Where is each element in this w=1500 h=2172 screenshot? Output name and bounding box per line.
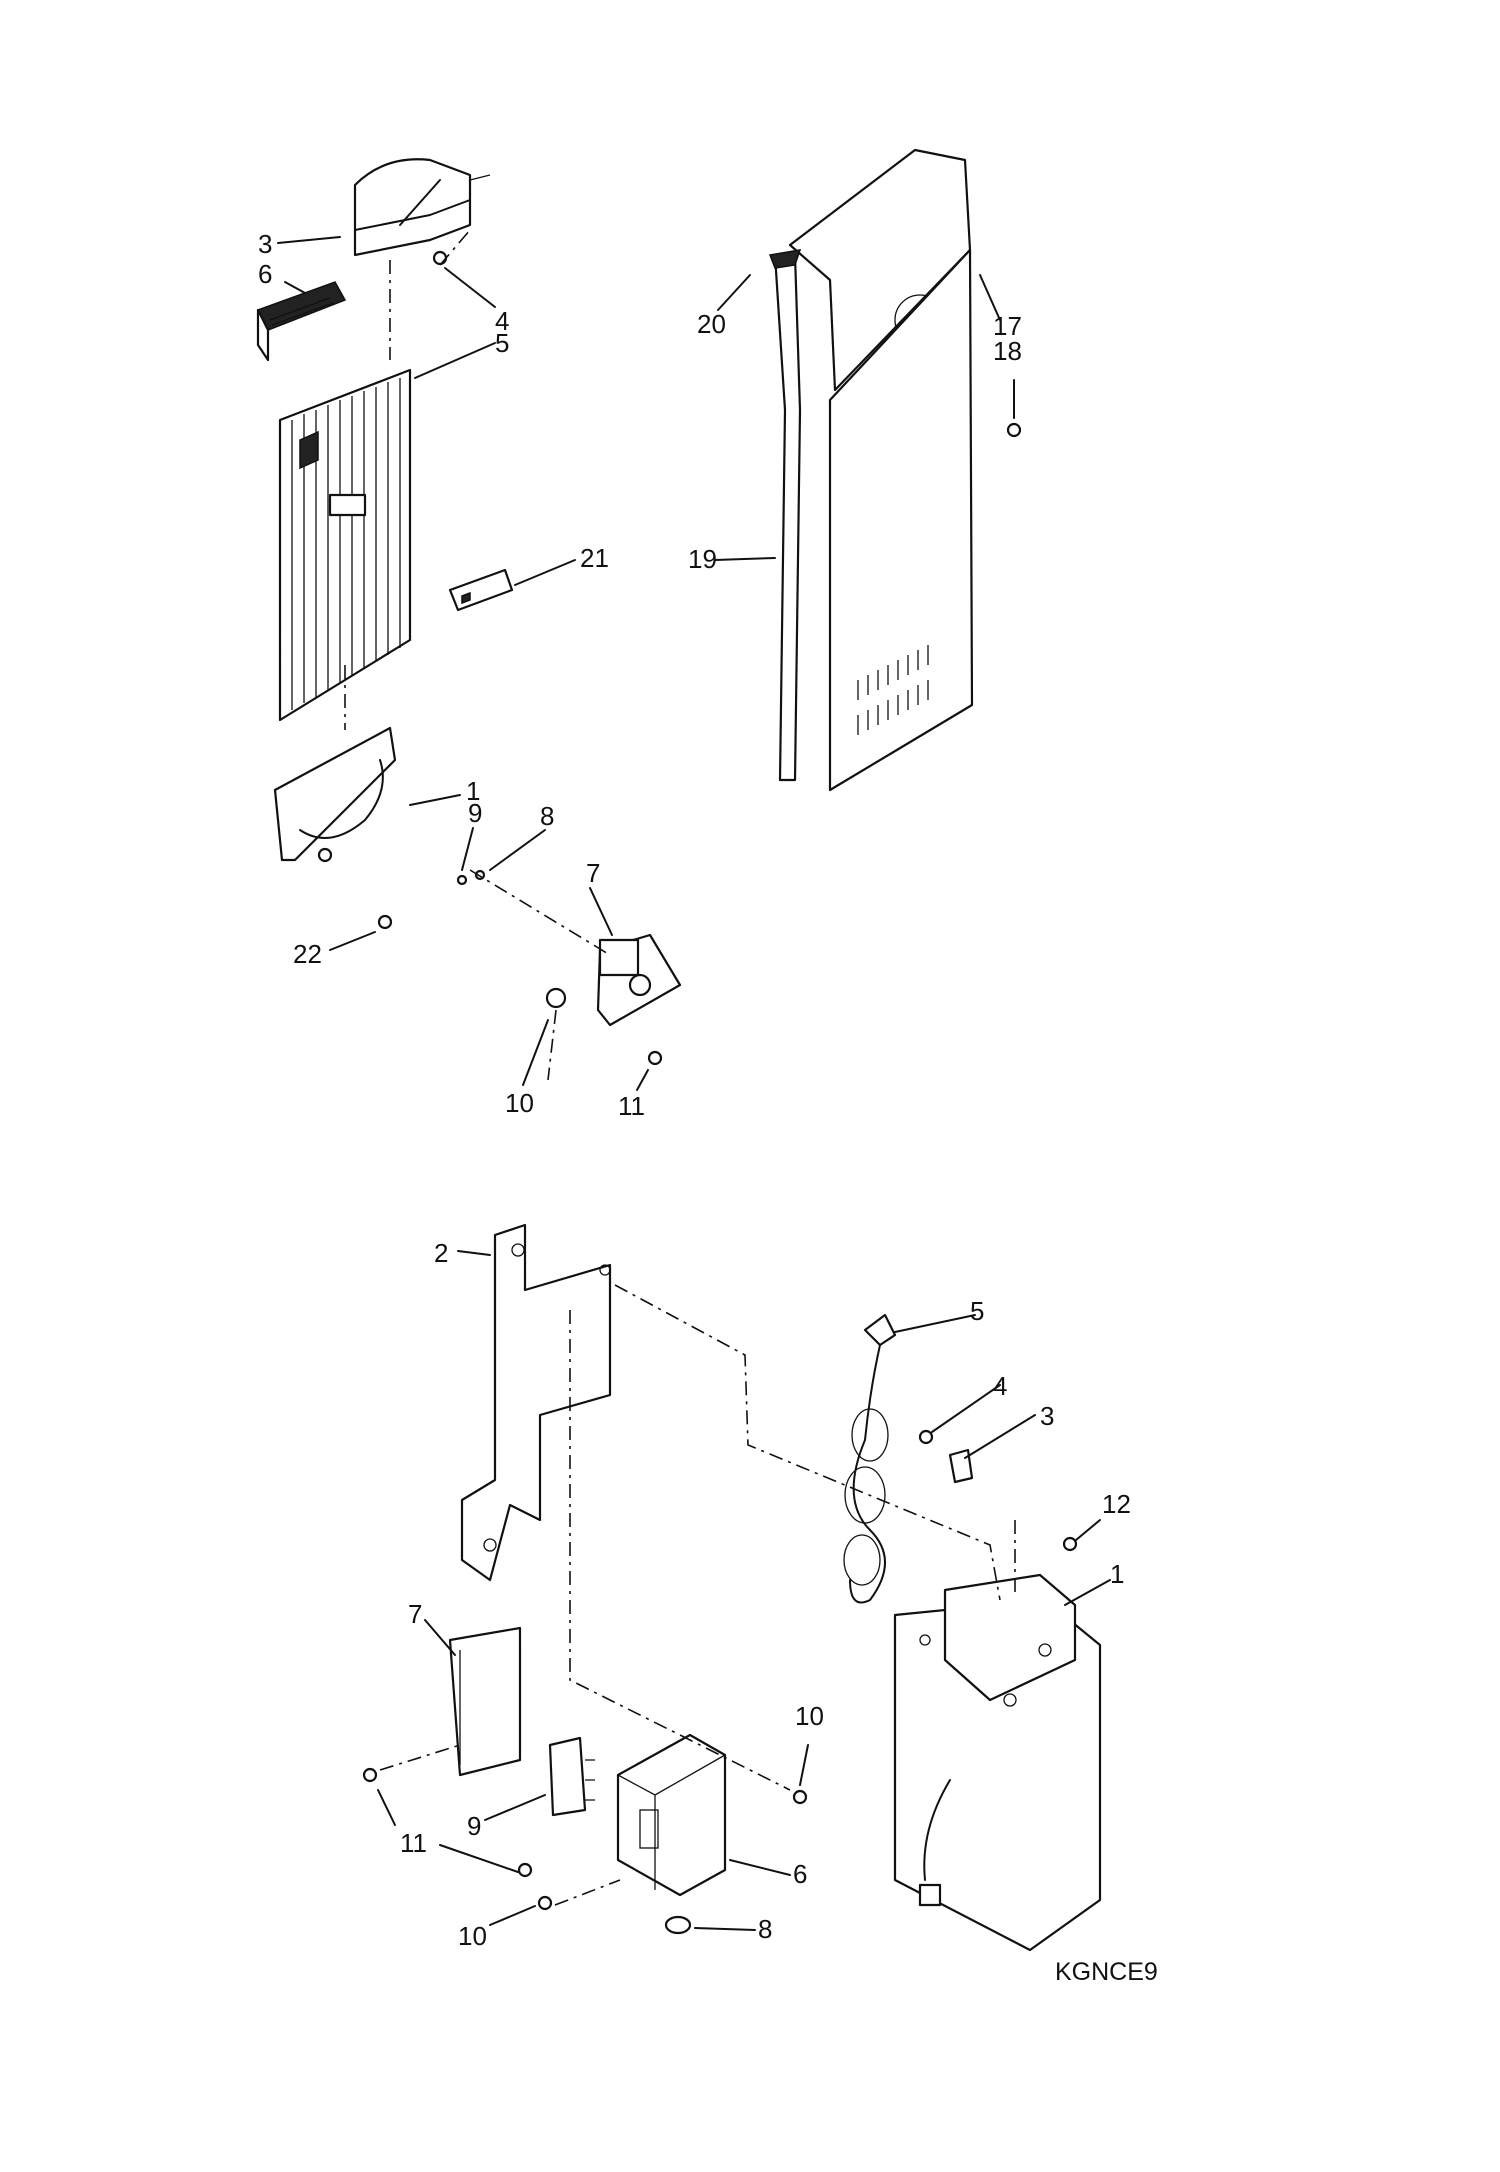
- callout-label: 22: [293, 939, 322, 969]
- power-cord-part: [843, 1313, 897, 1604]
- thermostat-bracket-part: [448, 568, 514, 612]
- callout-label: 5: [495, 328, 509, 358]
- fan-motor-part: [596, 933, 682, 1027]
- callout-label: 12: [1102, 1489, 1131, 1519]
- relay-cover-part: [448, 1626, 522, 1777]
- callout-label: 10: [458, 1921, 487, 1951]
- callout-label: 10: [505, 1088, 534, 1118]
- callout-label: 8: [540, 801, 554, 831]
- capacitor-part: [548, 1736, 595, 1817]
- bottom-screws: [362, 1536, 1078, 1911]
- callout-label: 6: [258, 259, 272, 289]
- callout-label: 17: [993, 311, 1022, 341]
- cord-clamp-part: [918, 1429, 974, 1484]
- callout-label: 19: [688, 544, 717, 574]
- callout-label: 1: [1110, 1559, 1124, 1589]
- callout-label: 2: [434, 1238, 448, 1268]
- mounting-bracket-part: [460, 1223, 612, 1582]
- callout-label: 7: [408, 1599, 422, 1629]
- transformer-part: [893, 1573, 1102, 1952]
- control-housing-part: [788, 148, 974, 792]
- callout-leaders: [277, 236, 1111, 1931]
- callout-label: 8: [758, 1914, 772, 1944]
- diagram-code: KGNCE9: [1055, 1958, 1158, 1986]
- callout-label: 20: [697, 309, 726, 339]
- relay-box-part: [616, 1733, 727, 1897]
- callout-label: 18: [993, 336, 1022, 366]
- callout-label: 3: [258, 229, 272, 259]
- fan-shroud-duct-part: [353, 158, 491, 257]
- callout-label: 9: [467, 1811, 481, 1841]
- fan-blade-hub-part: [545, 987, 567, 1009]
- callout-label: 1: [466, 776, 480, 806]
- callout-label: 4: [495, 306, 509, 336]
- callout-label: 11: [400, 1828, 427, 1858]
- callout-label: 7: [586, 858, 600, 888]
- gasket-strip-part: [768, 249, 802, 782]
- callout-label: 6: [793, 1859, 807, 1889]
- callout-label: 11: [618, 1091, 645, 1121]
- callout-label: 21: [580, 543, 609, 573]
- callout-label: 10: [795, 1701, 824, 1731]
- grille-insert-part: [256, 281, 347, 362]
- evaporator-cover-panel: [278, 368, 412, 722]
- callout-label: 5: [970, 1296, 984, 1326]
- callout-label: 3: [1040, 1401, 1054, 1431]
- callout-label: 4: [993, 1371, 1007, 1401]
- fan-motor-bracket-part: [273, 726, 397, 863]
- control-screw: [1006, 422, 1022, 438]
- grommet-part: [664, 1915, 692, 1935]
- callout-label: 9: [468, 798, 482, 828]
